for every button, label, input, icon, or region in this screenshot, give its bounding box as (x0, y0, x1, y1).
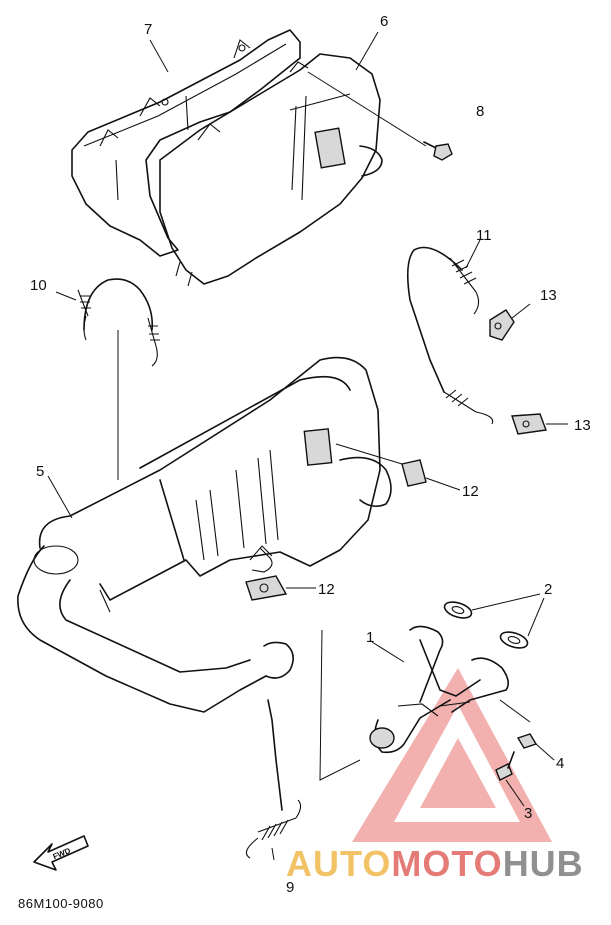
damper-12-upper (335, 443, 461, 491)
callout-4: 4 (556, 755, 564, 772)
watermark-hub: HUB (503, 843, 584, 884)
watermark-moto: MOTO (391, 843, 502, 884)
damper-12-lower (245, 575, 316, 601)
callout-13-upper: 13 (540, 287, 557, 304)
bolt-3-icon (495, 751, 525, 807)
callout-5: 5 (36, 463, 44, 480)
assembly-leader-lines (47, 31, 531, 861)
svg-text:AUTOMOTOHUB: AUTOMOTOHUB (286, 843, 584, 884)
exhaust-pipe-1 (369, 625, 510, 754)
muffler-5 (17, 356, 392, 713)
diagram-part-code: 86M100-9080 (18, 896, 104, 911)
callout-10: 10 (30, 277, 47, 294)
callout-13-lower: 13 (574, 417, 591, 434)
watermark-logo-icon (352, 668, 552, 842)
spring-9 (245, 699, 302, 859)
callout-3: 3 (524, 805, 532, 822)
bracket-13-lower (511, 413, 568, 435)
heat-protector-inner (159, 53, 383, 287)
spring-band-11 (406, 246, 494, 425)
bracket-13-upper (489, 303, 531, 341)
spring-band-10 (77, 278, 160, 367)
callout-8: 8 (476, 103, 484, 120)
nut-4-icon (516, 733, 555, 761)
callout-12-upper: 12 (462, 483, 479, 500)
callout-9: 9 (286, 879, 294, 896)
callout-12-lower: 12 (318, 581, 335, 598)
forward-arrow-icon: FWD (33, 835, 89, 871)
heat-protector-outer (71, 29, 301, 257)
callout-7: 7 (144, 21, 152, 38)
callout-6: 6 (380, 13, 388, 30)
callout-2: 2 (544, 581, 552, 598)
callout-1: 1 (366, 629, 374, 646)
bolt-8-icon (307, 71, 453, 161)
watermark-auto: AUTO (286, 843, 391, 884)
watermark-text: AUTOMOTOHUB (286, 843, 584, 884)
gasket-2 (443, 593, 545, 649)
callout-11: 11 (476, 227, 492, 244)
